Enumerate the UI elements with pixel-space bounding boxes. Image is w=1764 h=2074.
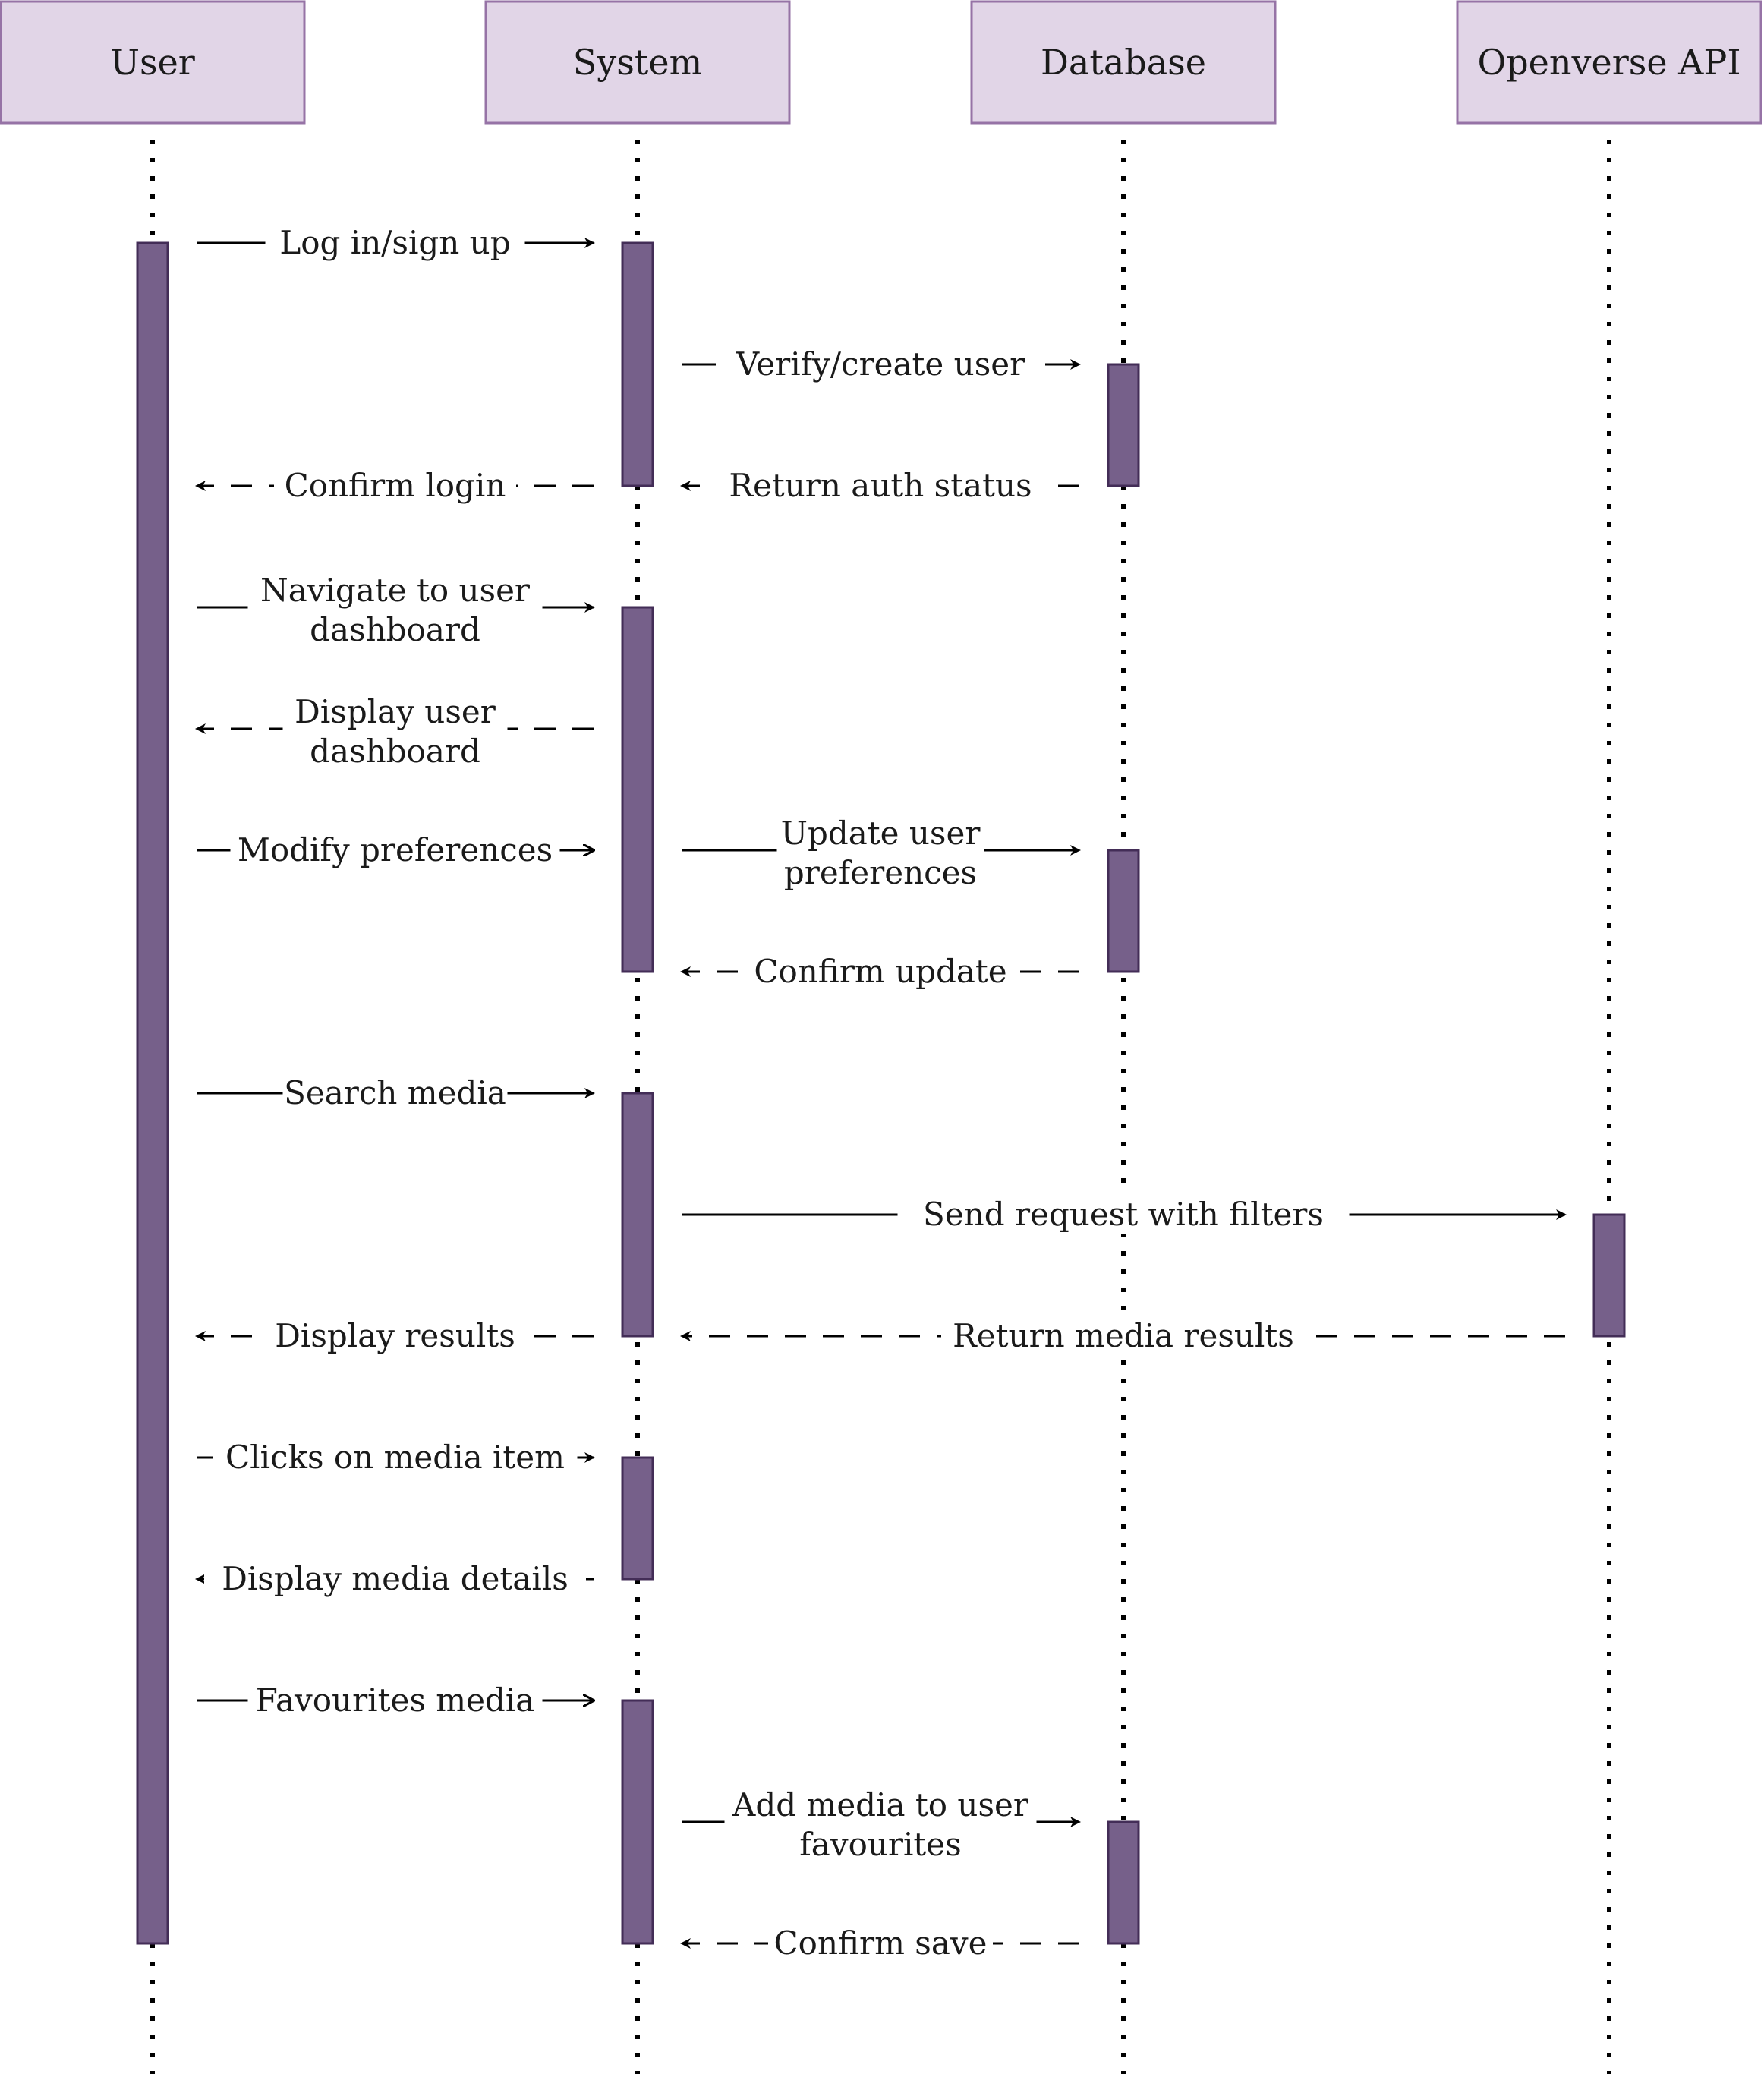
- message-label: preferences: [784, 854, 977, 891]
- label-background: [716, 346, 1045, 384]
- message-11[interactable]: Send request with filters: [682, 1196, 1567, 1234]
- message-13[interactable]: Display results: [195, 1317, 594, 1356]
- message-label: Navigate to user: [260, 572, 531, 609]
- label-background: [282, 694, 508, 732]
- activation-bar-user: [136, 241, 169, 1945]
- label-background: [716, 468, 1045, 506]
- message-label: Display media details: [222, 1560, 569, 1597]
- message-label: Confirm update: [754, 953, 1006, 990]
- message-label: Update user: [781, 815, 981, 852]
- label-background: [247, 1682, 543, 1720]
- message-14[interactable]: Clicks on media item: [197, 1439, 595, 1477]
- message-label: Clicks on media item: [225, 1439, 565, 1476]
- label-background: [309, 612, 481, 650]
- message-label: Return auth status: [729, 467, 1032, 504]
- message-7[interactable]: Modify preferences: [197, 831, 594, 870]
- label-background: [257, 1318, 534, 1356]
- activation-bar-system: [621, 241, 654, 487]
- message-label: Display user: [295, 693, 496, 730]
- actor-database[interactable]: Database: [970, 0, 1277, 125]
- message-label: Favourites media: [256, 1682, 535, 1719]
- label-background: [213, 1439, 578, 1477]
- label-background: [776, 815, 984, 853]
- actor-label: User: [110, 42, 195, 83]
- activation-bar-database: [1107, 849, 1140, 973]
- actor-user[interactable]: User: [0, 0, 306, 125]
- label-background: [724, 1787, 1037, 1825]
- label-background: [786, 1827, 975, 1864]
- activation-bar-system: [621, 1092, 654, 1338]
- actor-label: Openverse API: [1478, 42, 1741, 83]
- actor-box: [0, 0, 306, 125]
- activation-bar-system: [621, 1456, 654, 1581]
- message-label: Confirm login: [285, 467, 506, 504]
- message-4[interactable]: Confirm login: [195, 467, 594, 506]
- message-label: favourites: [799, 1826, 961, 1863]
- message-9[interactable]: Confirm update: [680, 953, 1079, 991]
- activation-bar-database: [1107, 1820, 1140, 1945]
- message-16[interactable]: Favourites media: [197, 1682, 594, 1720]
- activation-bar-api: [1592, 1213, 1626, 1338]
- message-label: Verify/create user: [736, 345, 1025, 383]
- message-label: Display results: [275, 1317, 515, 1354]
- label-background: [274, 468, 516, 506]
- message-label: Log in/sign up: [279, 224, 510, 261]
- actor-box: [970, 0, 1277, 125]
- message-label: Search media: [284, 1074, 506, 1111]
- message-label: Send request with filters: [923, 1196, 1324, 1233]
- label-background: [768, 1925, 993, 1963]
- message-10[interactable]: Search media: [197, 1074, 595, 1113]
- message-label: dashboard: [310, 611, 480, 648]
- actor-box: [1456, 0, 1762, 125]
- message-15[interactable]: Display media details: [195, 1560, 594, 1599]
- label-background: [265, 225, 525, 263]
- actor-label: System: [573, 42, 702, 83]
- label-background: [751, 953, 1010, 991]
- activation-bar-database: [1107, 363, 1140, 487]
- label-background: [897, 1196, 1350, 1234]
- message-12[interactable]: Return media results: [680, 1317, 1565, 1356]
- message-label: Modify preferences: [238, 831, 553, 868]
- label-background: [309, 733, 481, 771]
- message-3[interactable]: Return auth status: [680, 467, 1079, 506]
- label-background: [230, 832, 560, 870]
- label-background: [247, 572, 543, 610]
- label-background: [941, 1318, 1306, 1356]
- label-background: [776, 855, 984, 893]
- actor-label: Database: [1041, 42, 1206, 83]
- actor-system[interactable]: System: [484, 0, 791, 125]
- activation-bar-system: [621, 606, 654, 973]
- message-label: Add media to user: [732, 1786, 1029, 1823]
- message-label: dashboard: [310, 733, 480, 770]
- activation-bar-system: [621, 1699, 654, 1945]
- label-background: [282, 1075, 508, 1113]
- actor-api[interactable]: Openverse API: [1456, 0, 1762, 125]
- label-background: [204, 1561, 586, 1599]
- message-label: Confirm save: [774, 1924, 988, 1962]
- actor-box: [484, 0, 791, 125]
- message-2[interactable]: Verify/create user: [682, 345, 1081, 384]
- message-label: Return media results: [953, 1317, 1294, 1354]
- message-1[interactable]: Log in/sign up: [197, 224, 595, 263]
- message-18[interactable]: Confirm save: [680, 1924, 1079, 1963]
